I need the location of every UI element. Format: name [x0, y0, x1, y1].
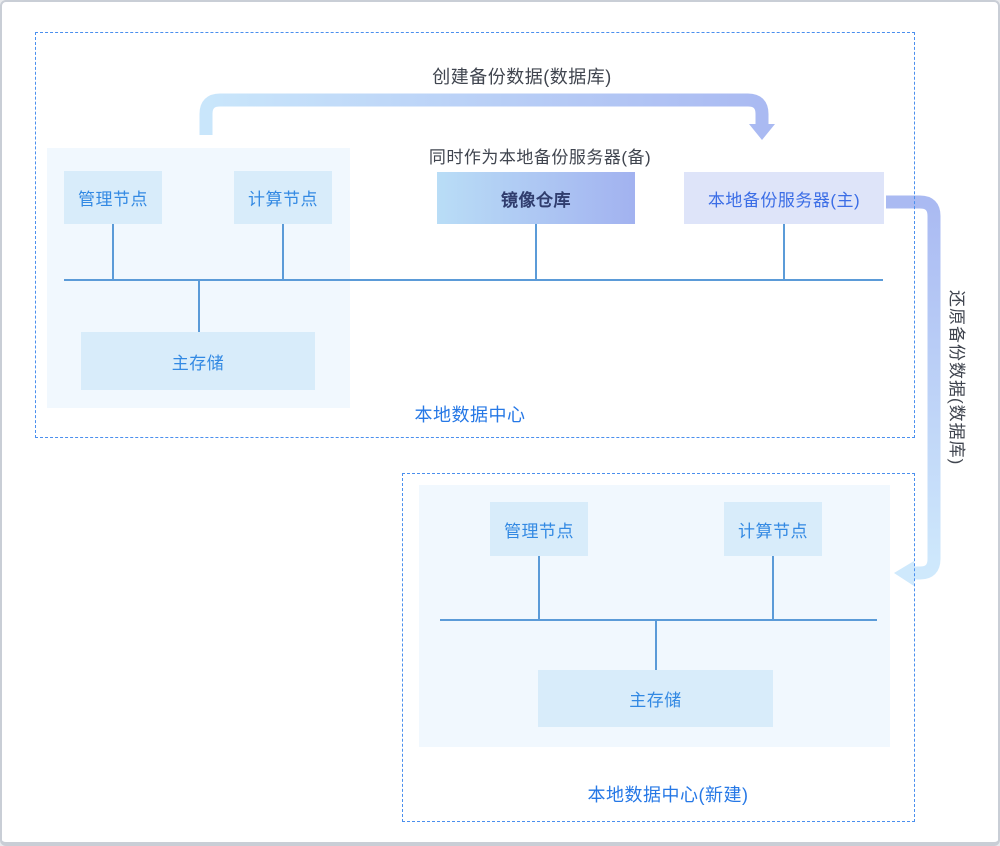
dc1-storage-node: 主存储	[81, 332, 315, 390]
dc2-compute-node: 计算节点	[724, 502, 822, 556]
dc1-boundary	[35, 32, 915, 438]
dc1-image-repo-node: 镜像仓库	[437, 172, 635, 224]
dual-role-note: 同时作为本地备份服务器(备)	[428, 148, 652, 167]
create-backup-flow-label: 创建备份数据(数据库)	[432, 67, 612, 87]
dc1-backup-primary-node: 本地备份服务器(主)	[684, 172, 884, 224]
dc1-label: 本地数据中心	[414, 405, 526, 425]
dc2-storage-node: 主存储	[538, 670, 773, 727]
dc2-boundary	[402, 473, 915, 822]
dc2-label: 本地数据中心(新建)	[587, 785, 749, 805]
restore-backup-flow-label: 还原备份数据(数据库)	[947, 290, 966, 466]
dc1-mgmt-node: 管理节点	[64, 171, 162, 224]
dc1-compute-node: 计算节点	[234, 171, 332, 224]
dc2-mgmt-node: 管理节点	[490, 502, 588, 556]
